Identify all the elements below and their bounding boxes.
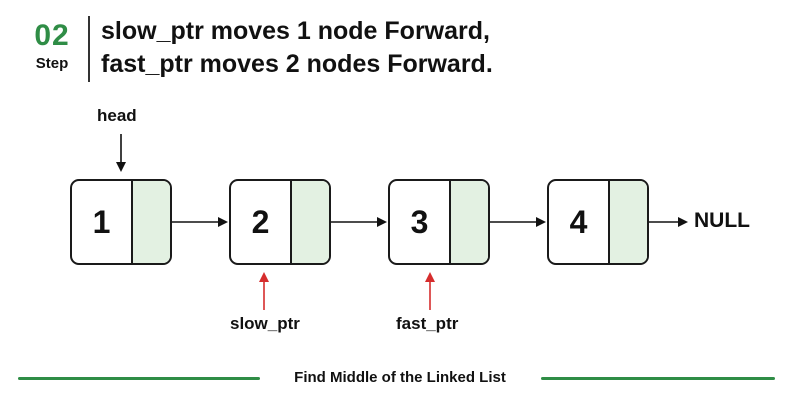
node-value: 1 [72, 181, 133, 263]
list-node-3: 3 [388, 179, 490, 265]
list-node-4: 4 [547, 179, 649, 265]
page-title: slow_ptr moves 1 node Forward, fast_ptr … [101, 15, 493, 81]
step-divider [88, 16, 90, 82]
slow-ptr-label: slow_ptr [230, 314, 300, 333]
step-number: 02 [34, 19, 70, 52]
node-next-pointer [451, 181, 488, 263]
step-badge: 02 Step [22, 20, 82, 74]
step-label: Step [35, 55, 69, 72]
list-node-1: 1 [70, 179, 172, 265]
node-value: 2 [231, 181, 292, 263]
title-line-1: slow_ptr moves 1 node Forward, [101, 17, 490, 45]
node-next-pointer [292, 181, 329, 263]
list-node-2: 2 [229, 179, 331, 265]
node-value: 3 [390, 181, 451, 263]
footer-divider-right [541, 377, 775, 380]
footer-divider-left [18, 377, 260, 380]
node-value: 4 [549, 181, 610, 263]
head-label: head [97, 106, 137, 125]
title-line-2: fast_ptr moves 2 nodes Forward. [101, 50, 493, 78]
node-next-pointer [133, 181, 170, 263]
footer-caption: Find Middle of the Linked List [294, 369, 506, 386]
fast-ptr-label: fast_ptr [396, 314, 459, 333]
node-next-pointer [610, 181, 647, 263]
null-label: NULL [694, 209, 750, 232]
